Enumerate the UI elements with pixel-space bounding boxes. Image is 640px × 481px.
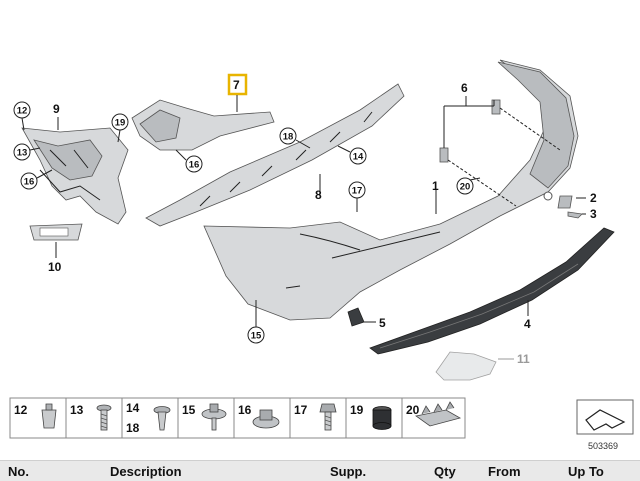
hex-bolt-icon (319, 403, 337, 431)
fastener-legend: 12 13 14 18 15 (9, 397, 466, 439)
callout-4: 4 (524, 317, 531, 331)
legend-item-19[interactable]: 19 (350, 403, 392, 430)
legend-num-19: 19 (350, 403, 364, 417)
legend-num-12: 12 (14, 403, 28, 417)
legend-num-20: 20 (406, 403, 420, 417)
column-description: Description (110, 464, 182, 479)
expansion-rivet-icon (153, 406, 171, 431)
rubber-buffer-icon (372, 406, 392, 430)
part-4-diffuser[interactable] (369, 227, 615, 355)
legend-item-14-18[interactable]: 14 18 (126, 401, 171, 435)
callout-20: 20 (460, 182, 471, 193)
legend-item-20[interactable]: 20 (406, 401, 462, 427)
part-5-holder[interactable] (347, 307, 365, 327)
callout-7: 7 (233, 78, 240, 92)
callout-6: 6 (461, 81, 468, 95)
callout-2: 2 (590, 191, 597, 205)
part-7-bracket[interactable] (131, 99, 275, 151)
legend-num-17: 17 (294, 403, 308, 417)
column-up-to: Up To (568, 464, 604, 479)
part-11-bracket[interactable] (435, 351, 497, 381)
callout-12: 12 (17, 106, 28, 117)
part-6-brackets[interactable] (439, 99, 501, 163)
legend-item-17[interactable]: 17 (294, 403, 337, 431)
parts-diagram: 9 12 13 16 19 10 7 16 8 18 14 17 (9, 59, 634, 451)
column-qty: Qty (434, 464, 456, 479)
clip-icon (41, 403, 57, 429)
clip-strip-icon (415, 401, 462, 427)
orientation-reference: 503369 (576, 399, 634, 451)
legend-num-15: 15 (182, 403, 196, 417)
callout-15: 15 (251, 331, 262, 342)
callout-3: 3 (590, 207, 597, 221)
legend-num-14: 14 (126, 401, 140, 415)
legend-num-13: 13 (70, 403, 84, 417)
column-from: From (488, 464, 521, 479)
screw-icon (96, 404, 112, 431)
part-10-cover[interactable] (29, 223, 83, 241)
column-supp: Supp. (330, 464, 367, 479)
legend-item-12[interactable]: 12 (14, 403, 57, 429)
callout-1: 1 (432, 179, 439, 193)
part-8-carrier[interactable] (145, 83, 405, 227)
legend-num-18: 18 (126, 421, 140, 435)
reference-code: 503369 (588, 441, 618, 451)
part-2-3-clips[interactable] (557, 195, 583, 219)
callout-10: 10 (48, 260, 62, 274)
direction-arrow-icon (585, 409, 626, 431)
left-side-bracket[interactable] (21, 127, 129, 225)
part-1-bumper-panel[interactable] (203, 59, 579, 321)
legend-item-15[interactable]: 15 (182, 403, 227, 431)
callout-11: 11 (517, 352, 530, 366)
callout-16-left: 16 (24, 177, 35, 188)
callout-19: 19 (115, 118, 126, 129)
callout-7-highlight (227, 73, 248, 96)
callout-14: 14 (353, 152, 364, 163)
washer-nut-icon (252, 409, 280, 429)
collar-screw-icon (201, 403, 227, 431)
callout-5: 5 (379, 316, 386, 330)
callout-13: 13 (17, 148, 28, 159)
legend-item-13[interactable]: 13 (70, 403, 112, 431)
column-no: No. (8, 464, 29, 479)
callout-16-mid: 16 (189, 160, 200, 171)
legend-num-16: 16 (238, 403, 252, 417)
callout-8: 8 (315, 188, 322, 202)
callout-9: 9 (53, 102, 60, 116)
parts-table-header: No. Description Supp. Qty From Up To (0, 460, 640, 481)
callout-17: 17 (352, 186, 363, 197)
legend-item-16[interactable]: 16 (238, 403, 280, 429)
callout-18: 18 (283, 132, 294, 143)
